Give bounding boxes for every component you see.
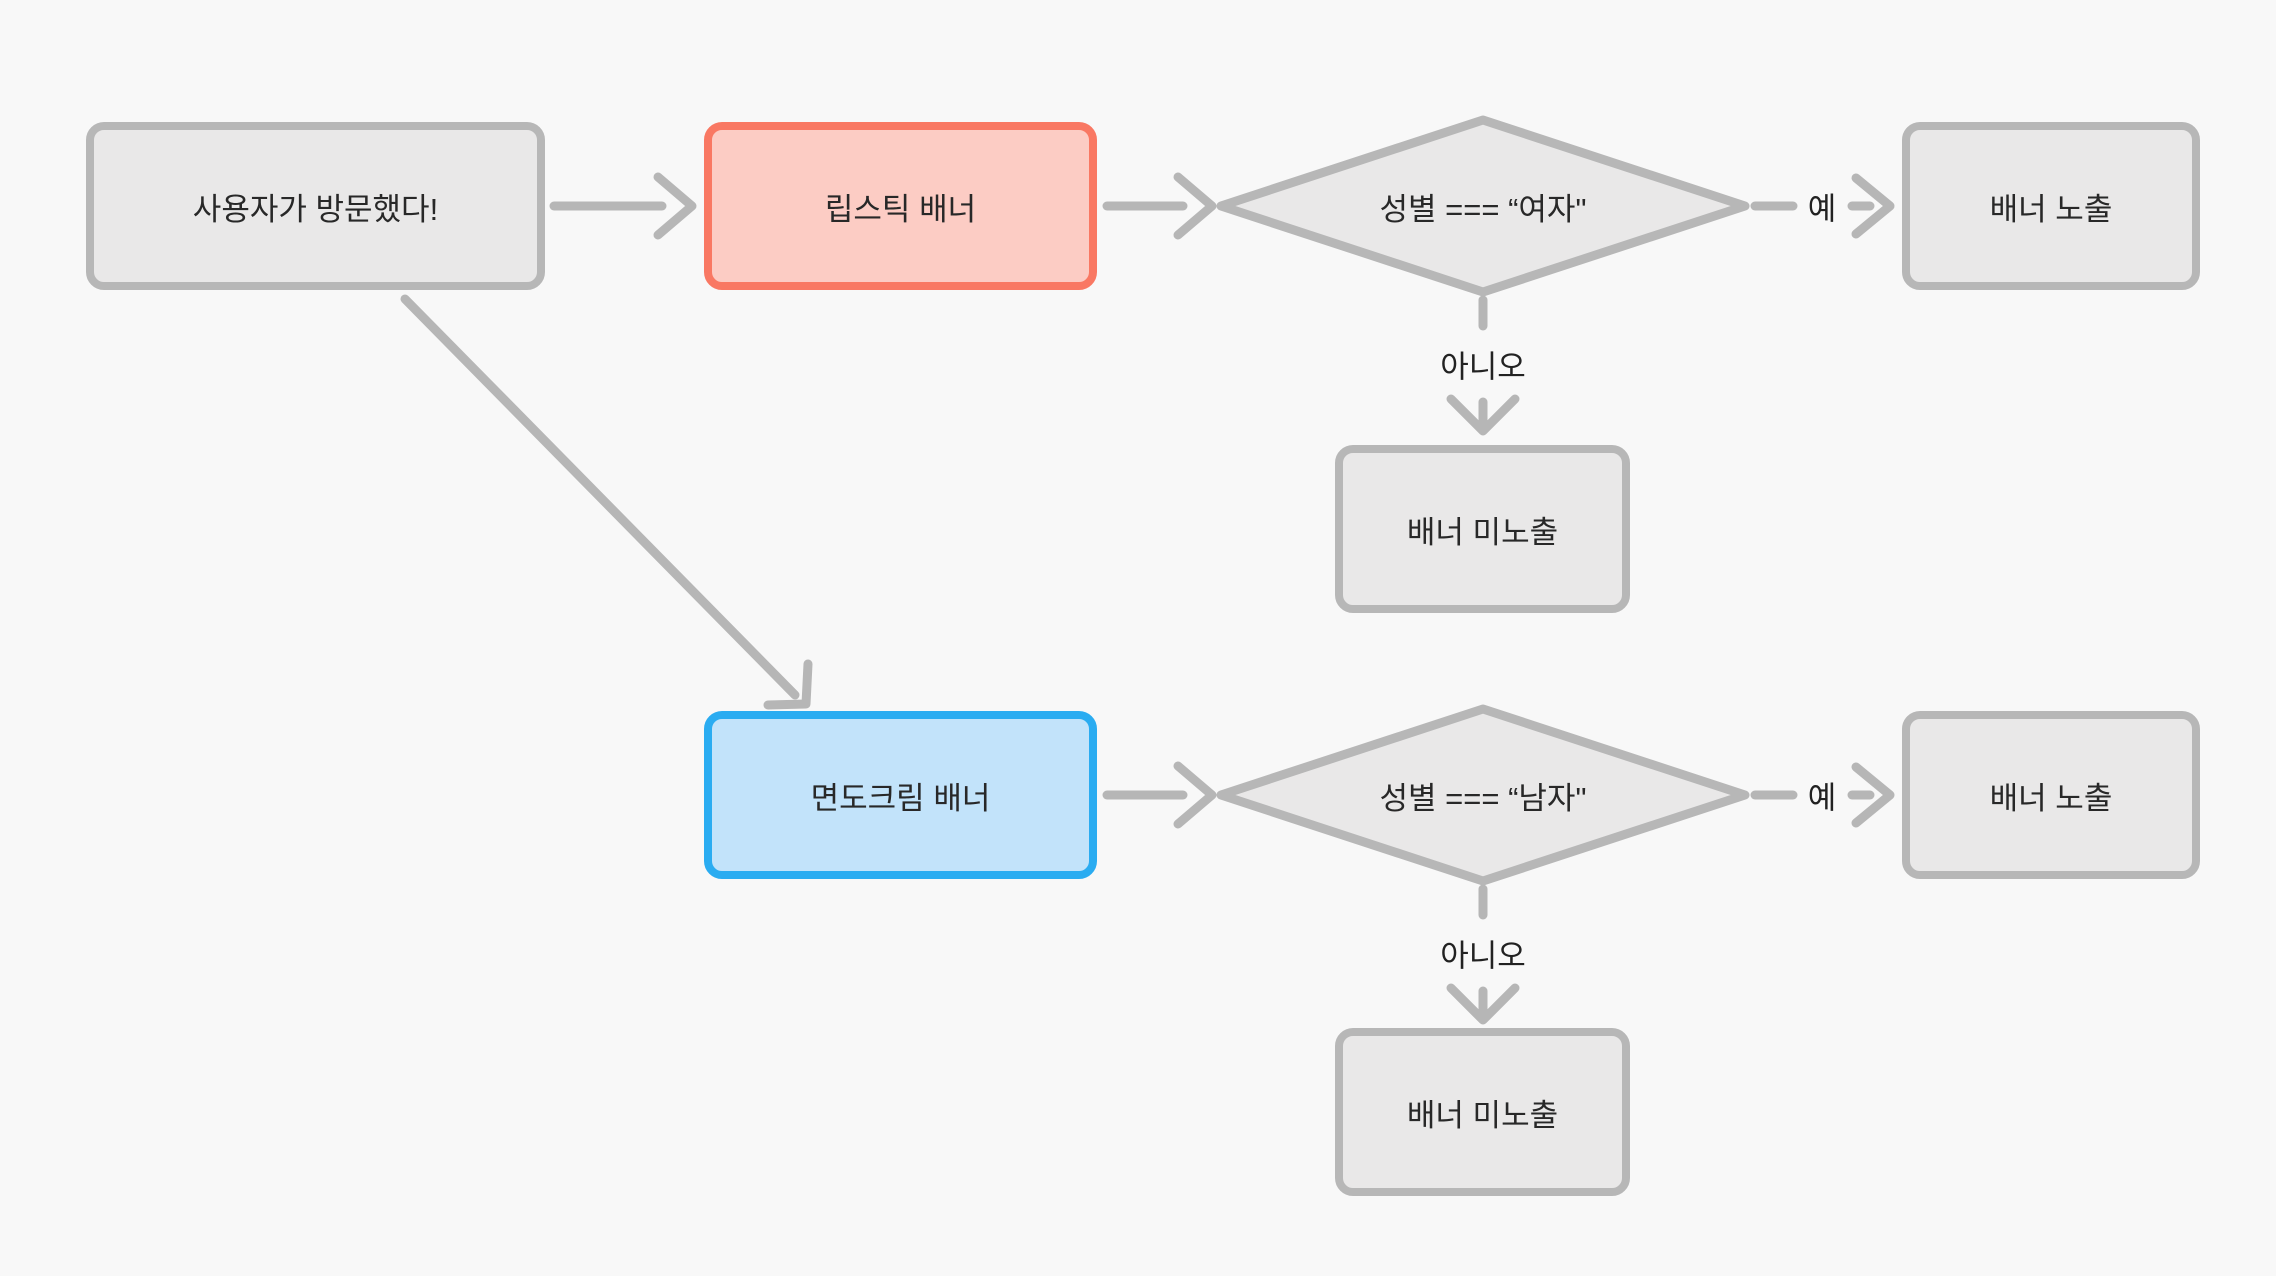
node-start-label: 사용자가 방문했다! bbox=[192, 191, 439, 227]
node-shaving-cream-banner-label: 면도크림 배너 bbox=[810, 780, 991, 816]
decision-gender-female-label: 성별 === “여자" bbox=[1379, 191, 1587, 227]
decision-gender-male: 성별 === “남자" bbox=[1221, 709, 1745, 881]
arrow-shaving-to-male-check bbox=[1102, 761, 1217, 829]
decision-gender-female-shape bbox=[1216, 115, 1750, 297]
decision-gender-male-label: 성별 === “남자" bbox=[1379, 780, 1587, 816]
arrow-no-top bbox=[1446, 295, 1520, 436]
arrow-yes-top bbox=[1750, 173, 1895, 239]
arrow-start-to-shaving bbox=[400, 294, 813, 710]
node-banner-shown-top-label: 배너 노출 bbox=[1989, 191, 2113, 227]
arrow-start-to-lipstick bbox=[549, 172, 697, 240]
node-lipstick-banner-label: 립스틱 배너 bbox=[824, 191, 977, 227]
node-shaving-cream-banner: 면도크림 배너 bbox=[704, 711, 1097, 879]
node-banner-shown-bottom: 배너 노출 bbox=[1902, 711, 2200, 879]
node-banner-hidden-bottom-label: 배너 미노출 bbox=[1406, 1097, 1559, 1133]
edge-label-no-bottom: 아니오 bbox=[1440, 938, 1526, 974]
node-banner-hidden-top-label: 배너 미노출 bbox=[1406, 514, 1559, 550]
arrow-yes-bottom bbox=[1750, 762, 1895, 828]
node-banner-hidden-top: 배너 미노출 bbox=[1335, 445, 1630, 613]
node-banner-shown-top: 배너 노출 bbox=[1902, 122, 2200, 290]
arrow-lipstick-to-female-check bbox=[1102, 172, 1217, 240]
edge-label-yes-bottom: 예 bbox=[1807, 780, 1837, 816]
arrow-no-bottom bbox=[1446, 884, 1520, 1025]
decision-gender-male-shape bbox=[1216, 704, 1750, 886]
node-banner-hidden-bottom: 배너 미노출 bbox=[1335, 1028, 1630, 1196]
node-lipstick-banner: 립스틱 배너 bbox=[704, 122, 1097, 290]
edge-label-yes-top: 예 bbox=[1807, 191, 1837, 227]
node-banner-shown-bottom-label: 배너 노출 bbox=[1989, 780, 2113, 816]
node-start: 사용자가 방문했다! bbox=[86, 122, 545, 290]
edge-label-no-top: 아니오 bbox=[1440, 349, 1526, 385]
decision-gender-female: 성별 === “여자" bbox=[1221, 120, 1745, 292]
